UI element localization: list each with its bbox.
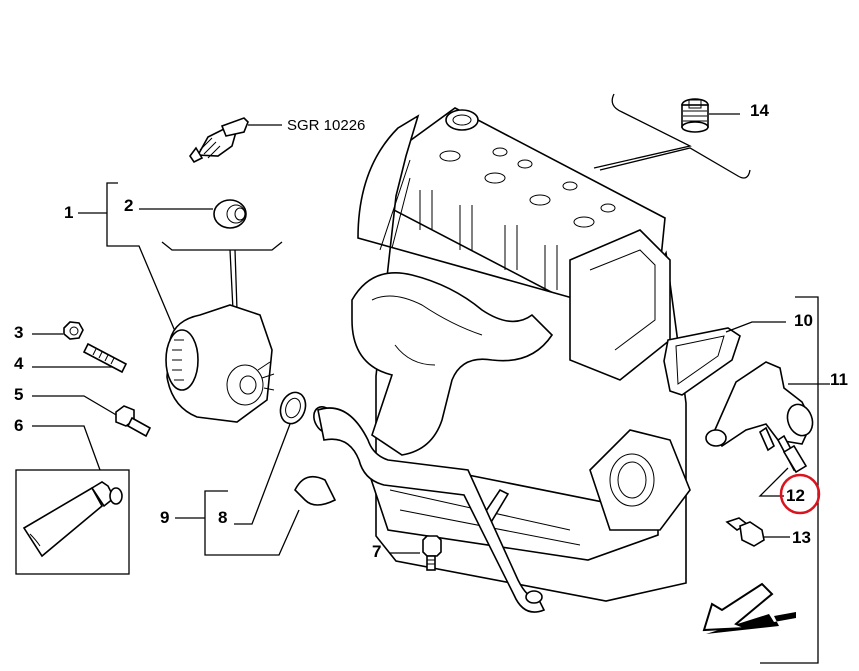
water-pump-part[interactable] [165, 304, 275, 423]
coolant-temp-sensor-part-12[interactable] [776, 434, 808, 474]
bolt-part-13[interactable] [725, 517, 765, 547]
leader-10 [725, 321, 786, 333]
nut-part-3[interactable] [63, 321, 84, 340]
thermostat-gasket-part-10[interactable] [663, 327, 741, 396]
leader-14-bracket [593, 93, 751, 179]
callout-12[interactable]: 12 [786, 486, 805, 505]
callout-13[interactable]: 13 [792, 528, 811, 547]
callout-9[interactable]: 9 [160, 508, 169, 527]
callout-1[interactable]: 1 [64, 203, 73, 222]
leader-6 [32, 425, 101, 471]
drain-plug-part-7[interactable] [422, 535, 442, 571]
temperature-sensor-part[interactable] [189, 117, 249, 164]
coolant-hose-part-9[interactable] [294, 403, 546, 613]
leader-9-bracket [175, 490, 300, 556]
highlight-circle [779, 473, 821, 515]
callout-8[interactable]: 8 [218, 508, 227, 527]
callout-6[interactable]: 6 [14, 416, 23, 435]
reference-code-label: SGR 10226 [287, 117, 365, 134]
sealant-box [15, 469, 130, 575]
callout-3[interactable]: 3 [14, 323, 23, 342]
thermostat-housing-part-11[interactable] [705, 361, 817, 452]
gasket-plug-part-2[interactable] [213, 199, 247, 229]
o-ring-part-8[interactable] [276, 389, 309, 427]
engine-block [351, 107, 691, 602]
leader-11-bracket [760, 296, 819, 664]
callout-11[interactable]: 11 [830, 370, 848, 389]
callout-10[interactable]: 10 [794, 311, 813, 330]
leader-8 [234, 423, 291, 525]
sealant-tube-part-6[interactable] [22, 481, 123, 558]
callout-2[interactable]: 2 [124, 196, 133, 215]
front-direction-arrow [702, 582, 796, 634]
leader-1-bracket [106, 182, 178, 337]
leader-2-bracket [161, 241, 283, 311]
callout-4[interactable]: 4 [14, 354, 24, 373]
bolt-part-5[interactable] [115, 405, 152, 438]
leader-12 [758, 467, 789, 497]
callout-7[interactable]: 7 [372, 542, 381, 561]
callout-5[interactable]: 5 [14, 385, 23, 404]
stud-part-4[interactable] [82, 342, 128, 374]
threaded-plug-part-14[interactable] [681, 98, 709, 133]
callout-14[interactable]: 14 [750, 101, 769, 120]
leader-5 [32, 395, 119, 417]
